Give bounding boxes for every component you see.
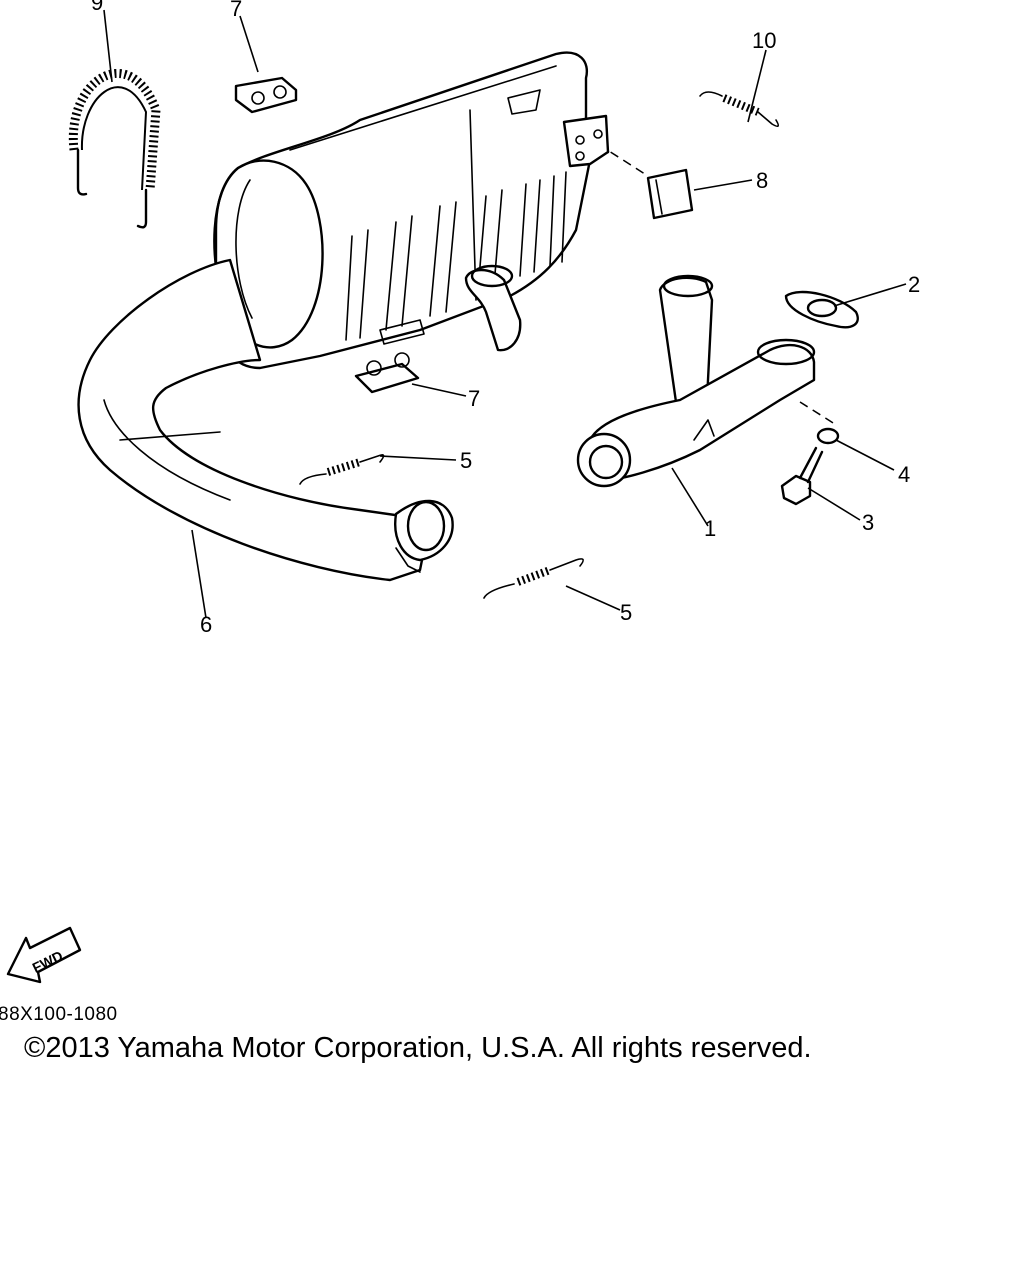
spring-part-5-upper — [299, 454, 385, 485]
callout-1: 1 — [704, 516, 716, 541]
callout-3: 3 — [862, 510, 874, 535]
callout-5-upper: 5 — [460, 448, 472, 473]
spring-part-10 — [699, 91, 780, 128]
callout-6: 6 — [200, 612, 212, 637]
gasket-part-2 — [784, 290, 859, 329]
callout-2: 2 — [908, 272, 920, 297]
diagram-code: 88X100-1080 — [0, 1004, 118, 1025]
rubber-mount-part-7-lower — [354, 352, 420, 394]
fwd-arrow-icon: FWD — [6, 926, 82, 984]
copyright-notice: ©2013 Yamaha Motor Corporation, U.S.A. A… — [24, 1032, 812, 1064]
exhaust-pipe-part-1 — [576, 274, 816, 488]
callout-7-lower: 7 — [468, 386, 480, 411]
callout-7-top: 7 — [230, 0, 242, 21]
bolt-part-3 — [780, 446, 824, 506]
callout-4: 4 — [898, 462, 910, 487]
callout-5-lower: 5 — [620, 600, 632, 625]
rubber-pad-part-8 — [646, 168, 694, 220]
leader-lines — [103, 9, 907, 619]
washer-part-4 — [816, 427, 840, 445]
callout-8: 8 — [756, 168, 768, 193]
muffler-part-6 — [77, 51, 610, 582]
spring-part-9 — [68, 69, 161, 229]
spring-part-5-lower — [483, 558, 584, 599]
callout-10: 10 — [752, 28, 776, 53]
rubber-mount-part-7-top — [234, 76, 298, 114]
callout-9: 9 — [91, 0, 103, 15]
